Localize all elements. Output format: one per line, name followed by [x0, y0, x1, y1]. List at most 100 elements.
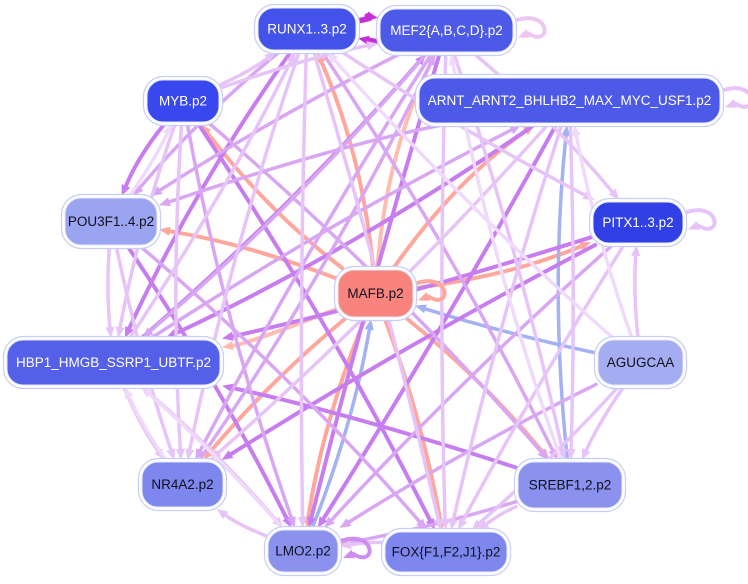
node-mef2[interactable]: MEF2{A,B,C,D}.p2	[375, 4, 518, 57]
edge-mef2-hbp1	[148, 52, 429, 333]
edge-runx-mef2	[355, 13, 374, 24]
edge-arrowhead	[307, 516, 316, 528]
edge-nr4a2-hbp1	[127, 395, 168, 462]
node-pou3f[interactable]: POU3F1..4.p2	[60, 193, 162, 250]
self-loop-mef2	[511, 16, 547, 39]
node-hbp1[interactable]: HBP1_HMGB_SSRP1_UBTF.p2	[2, 335, 225, 390]
edge-lmo2-hbp1	[147, 392, 285, 530]
node-body	[337, 269, 414, 318]
node-body	[141, 461, 224, 508]
node-label: MAFB.p2	[347, 286, 403, 301]
node-myb[interactable]: MYB.p2	[142, 75, 224, 127]
node-label: MEF2{A,B,C,D}.p2	[390, 23, 503, 38]
edge-arrowhead	[509, 125, 522, 135]
edge-arrowhead	[457, 518, 468, 530]
edge-arrowhead	[471, 519, 483, 530]
edge-arrowhead	[518, 29, 530, 38]
edge-arrowhead	[339, 518, 352, 528]
node-fox[interactable]: FOX{F1,F2,J1}.p2	[380, 527, 512, 577]
edge-arrowhead	[537, 448, 549, 460]
edge-myb-lmo2	[185, 122, 294, 520]
edge-mef2-nr4a2	[198, 52, 434, 452]
node-lmo2[interactable]: LMO2.p2	[263, 525, 343, 577]
edge-arrowhead	[222, 341, 234, 351]
node-body	[517, 461, 623, 509]
edge-arrowhead	[418, 292, 430, 301]
edge-mafb-runx	[319, 60, 376, 270]
node-arnt[interactable]: ARNT_ARNT2_BHLHB2_MAX_MYC_USF1.p2	[414, 73, 725, 128]
edge-arrowhead	[142, 327, 154, 338]
edge-arrowhead	[343, 549, 355, 559]
edge-arrowhead	[433, 518, 443, 530]
edge-runx-hbp1	[127, 50, 293, 330]
node-agugcaa[interactable]: AGUGCAA	[593, 335, 688, 390]
node-label: POU3F1..4.p2	[68, 214, 154, 229]
edge-arrowhead	[221, 450, 234, 460]
edge-arrowhead	[286, 52, 296, 64]
node-runx[interactable]: RUNX1..3.p2	[253, 3, 361, 55]
node-label: FOX{F1,F2,J1}.p2	[392, 545, 501, 560]
edge-myb-nr4a2	[174, 122, 184, 451]
node-label: LMO2.p2	[275, 544, 331, 559]
edge-arrowhead	[264, 52, 276, 63]
edge-arrowhead	[124, 387, 134, 399]
edge-pou3f-fox	[139, 245, 422, 524]
edge-arrowhead	[159, 226, 171, 236]
node-body	[146, 79, 220, 123]
edge-arrowhead	[440, 518, 450, 530]
node-body	[597, 339, 684, 386]
node-label: MYB.p2	[159, 94, 207, 109]
edge-arrowhead	[185, 448, 195, 460]
edge-runx-lmo2	[299, 50, 309, 519]
edge-myb-pou3f	[123, 122, 167, 188]
edge-lmo2-mafb	[310, 328, 372, 530]
edge-arrowhead	[688, 221, 700, 230]
edge-arrowhead	[317, 516, 328, 528]
edge-myb-mef2	[219, 43, 369, 90]
edge-arrowhead	[631, 245, 641, 257]
edge-arnt-pou3f	[167, 123, 445, 204]
edge-srebf-fox	[484, 504, 518, 526]
self-loop-arnt	[718, 86, 748, 109]
edge-agugcaa-runx	[332, 58, 615, 340]
node-pitx[interactable]: PITX1..3.p2	[588, 197, 688, 248]
node-body	[379, 8, 514, 53]
node-body	[267, 529, 339, 573]
edge-arrowhead	[115, 326, 125, 338]
edge-arrowhead	[571, 125, 581, 137]
node-body	[592, 201, 684, 244]
self-loop-pitx	[681, 208, 717, 231]
node-body	[6, 339, 221, 386]
edge-arrowhead	[195, 448, 205, 460]
node-nr4a2[interactable]: NR4A2.p2	[137, 457, 228, 512]
edge-arrowhead	[324, 516, 336, 528]
edge-arrowhead	[477, 519, 490, 530]
node-label: HBP1_HMGB_SSRP1_UBTF.p2	[16, 355, 211, 370]
node-label: ARNT_ARNT2_BHLHB2_MAX_MYC_USF1.p2	[428, 93, 712, 108]
edge-arrowhead	[340, 540, 352, 550]
edge-arrowhead	[286, 516, 296, 528]
edge-arrowhead	[364, 319, 374, 331]
node-body	[384, 531, 508, 573]
edge-arrowhead	[581, 448, 591, 460]
edge-arrowhead	[105, 326, 115, 338]
edge-arrowhead	[132, 184, 144, 196]
edge-lmo2-nr4a2	[224, 513, 268, 538]
edge-pou3f-myb	[127, 132, 169, 198]
edge-arrowhead	[608, 188, 620, 200]
node-body	[257, 7, 357, 51]
node-srebf[interactable]: SREBF1,2.p2	[513, 457, 627, 513]
edge-agugcaa-pitx	[633, 254, 640, 340]
edge-runx-nr4a2	[188, 50, 301, 451]
edge-pitx-nr4a2	[228, 243, 598, 457]
edge-arrowhead	[415, 304, 427, 314]
node-mafb[interactable]: MAFB.p2	[333, 265, 418, 322]
edge-hbp1-arnt	[149, 128, 514, 340]
edge-arrowhead	[297, 516, 308, 528]
self-loop-lmo2	[336, 536, 372, 560]
edge-fox-lmo2	[349, 540, 385, 547]
edge-arrowhead	[448, 54, 458, 66]
node-label: SREBF1,2.p2	[529, 478, 612, 493]
